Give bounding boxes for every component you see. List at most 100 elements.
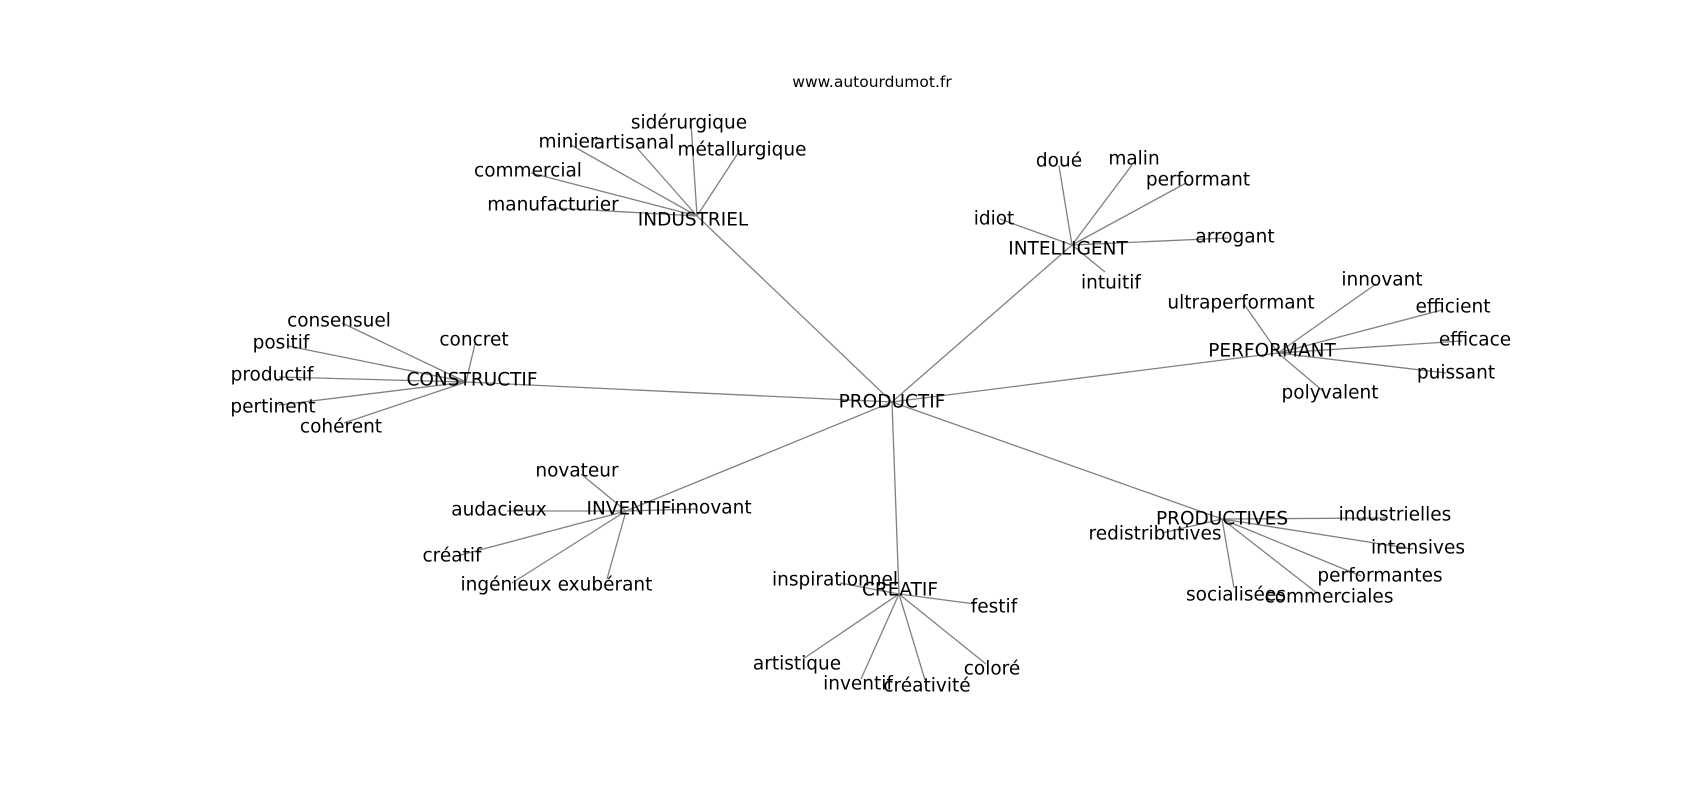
term-label: manufacturier [487, 195, 619, 216]
term-label: artisanal [594, 133, 675, 154]
term-label: industrielles [1339, 505, 1452, 526]
term-label: consensuel [287, 311, 391, 332]
term-label: redistributives [1089, 524, 1222, 545]
edge-hub-to-term [696, 149, 741, 217]
term-label: festif [971, 597, 1018, 618]
term-label: intuitif [1081, 273, 1141, 294]
term-label: pertinent [230, 397, 315, 418]
edge-hub-to-term [278, 376, 467, 383]
edge-hub-to-term [1277, 309, 1443, 354]
term-label: coloré [964, 659, 1021, 680]
term-label: concret [439, 330, 508, 351]
term-label: novateur [535, 461, 619, 482]
edge-hub-to-term [1243, 303, 1279, 354]
edge-hub-to-term [530, 172, 698, 217]
edge-hub-to-term [606, 510, 627, 580]
term-label: métallurgique [677, 140, 806, 161]
term-label: positif [253, 333, 310, 354]
term-label: performant [1146, 170, 1250, 191]
site-label: www.autourdumot.fr [792, 73, 952, 91]
term-label: ultraperformant [1167, 293, 1314, 314]
root-label: PRODUCTIF [839, 392, 946, 413]
term-label: inventif [823, 674, 893, 695]
edge-hub-to-term [511, 510, 627, 584]
edge-hub-to-term [898, 593, 976, 605]
edge-hub-to-term [555, 207, 698, 217]
term-label: inspirationnel [772, 570, 898, 591]
term-label: intensives [1371, 538, 1465, 559]
term-label: créativité [883, 676, 970, 697]
term-label: minier [538, 132, 597, 153]
edge-hub-to-term [1071, 182, 1187, 246]
term-label: commercial [474, 161, 582, 182]
edge-hub-to-term [839, 582, 900, 595]
hub-label: INDUSTRIEL [638, 210, 749, 231]
hub-label: CREATIF [862, 580, 938, 601]
edge-hub-to-term [898, 593, 926, 681]
edge-root-to-hub [891, 244, 1073, 403]
term-label: socialisées [1186, 585, 1286, 606]
term-label: exubérant [558, 575, 653, 596]
edge-hub-to-term [1071, 164, 1133, 246]
edge-root-to-hub [465, 381, 893, 403]
edge-hub-to-term [1277, 283, 1377, 354]
edge-root-to-hub [891, 401, 1223, 520]
term-label: audacieux [451, 500, 547, 521]
edge-hub-to-term [456, 510, 627, 557]
edge-hub-to-term [1221, 517, 1387, 520]
edge-hub-to-term [465, 343, 476, 383]
edge-hub-to-term [287, 345, 467, 383]
term-label: malin [1108, 149, 1159, 170]
edge-hub-to-term [1277, 340, 1463, 354]
term-label: innovant [1341, 270, 1422, 291]
term-label: puissant [1417, 363, 1495, 384]
term-label: doué [1036, 151, 1082, 172]
edge-hub-to-term [1161, 518, 1223, 534]
edge-hub-to-term [341, 322, 467, 383]
edge-root-to-hub [891, 401, 900, 595]
term-label: artistique [753, 654, 841, 675]
term-label: créatif [423, 546, 482, 567]
edge-hub-to-term [1221, 518, 1318, 594]
term-label: sidérurgique [631, 113, 747, 134]
edge-hub-to-term [1221, 518, 1414, 550]
term-label: productif [231, 365, 314, 386]
edge-hub-to-term [690, 122, 698, 217]
edge-hub-to-term [343, 381, 467, 424]
term-label: ingénieux [461, 575, 552, 596]
edge-hub-to-term [1277, 352, 1447, 374]
edge-root-to-hub [696, 215, 893, 403]
edge-hub-to-term [860, 593, 900, 680]
term-label: arrogant [1195, 227, 1274, 248]
term-label: commerciales [1265, 587, 1394, 608]
hub-label: PERFORMANT [1208, 341, 1336, 362]
term-label: innovant [670, 498, 751, 519]
term-label: performantes [1317, 566, 1442, 587]
hub-label: INVENTIF [587, 499, 672, 520]
term-label: efficace [1439, 330, 1511, 351]
hub-label: CONSTRUCTIF [406, 370, 537, 391]
edge-hub-to-term [570, 144, 698, 217]
edge-hub-to-term [802, 593, 900, 660]
edge-hub-to-term [1071, 237, 1229, 246]
edge-hub-to-term [636, 147, 698, 217]
term-label: polyvalent [1282, 383, 1379, 404]
edge-hub-to-term [1221, 518, 1235, 589]
edge-hub-to-term [1071, 244, 1106, 273]
edge-hub-to-term [898, 593, 987, 665]
edge-hub-to-term [1221, 518, 1362, 577]
edge-hub-to-term [1277, 352, 1324, 392]
edge-hub-to-term [999, 218, 1073, 246]
term-label: cohérent [300, 417, 382, 438]
hub-label: PRODUCTIVES [1156, 509, 1288, 530]
edge-hub-to-term [580, 473, 627, 512]
term-label: idiot [974, 209, 1015, 230]
edge-root-to-hub [625, 401, 893, 512]
edge-hub-to-term [625, 508, 698, 512]
edge-hub-to-term [278, 381, 467, 406]
edge-layer [278, 122, 1463, 681]
term-label: efficient [1416, 297, 1491, 318]
hub-label: INTELLIGENT [1008, 239, 1128, 260]
